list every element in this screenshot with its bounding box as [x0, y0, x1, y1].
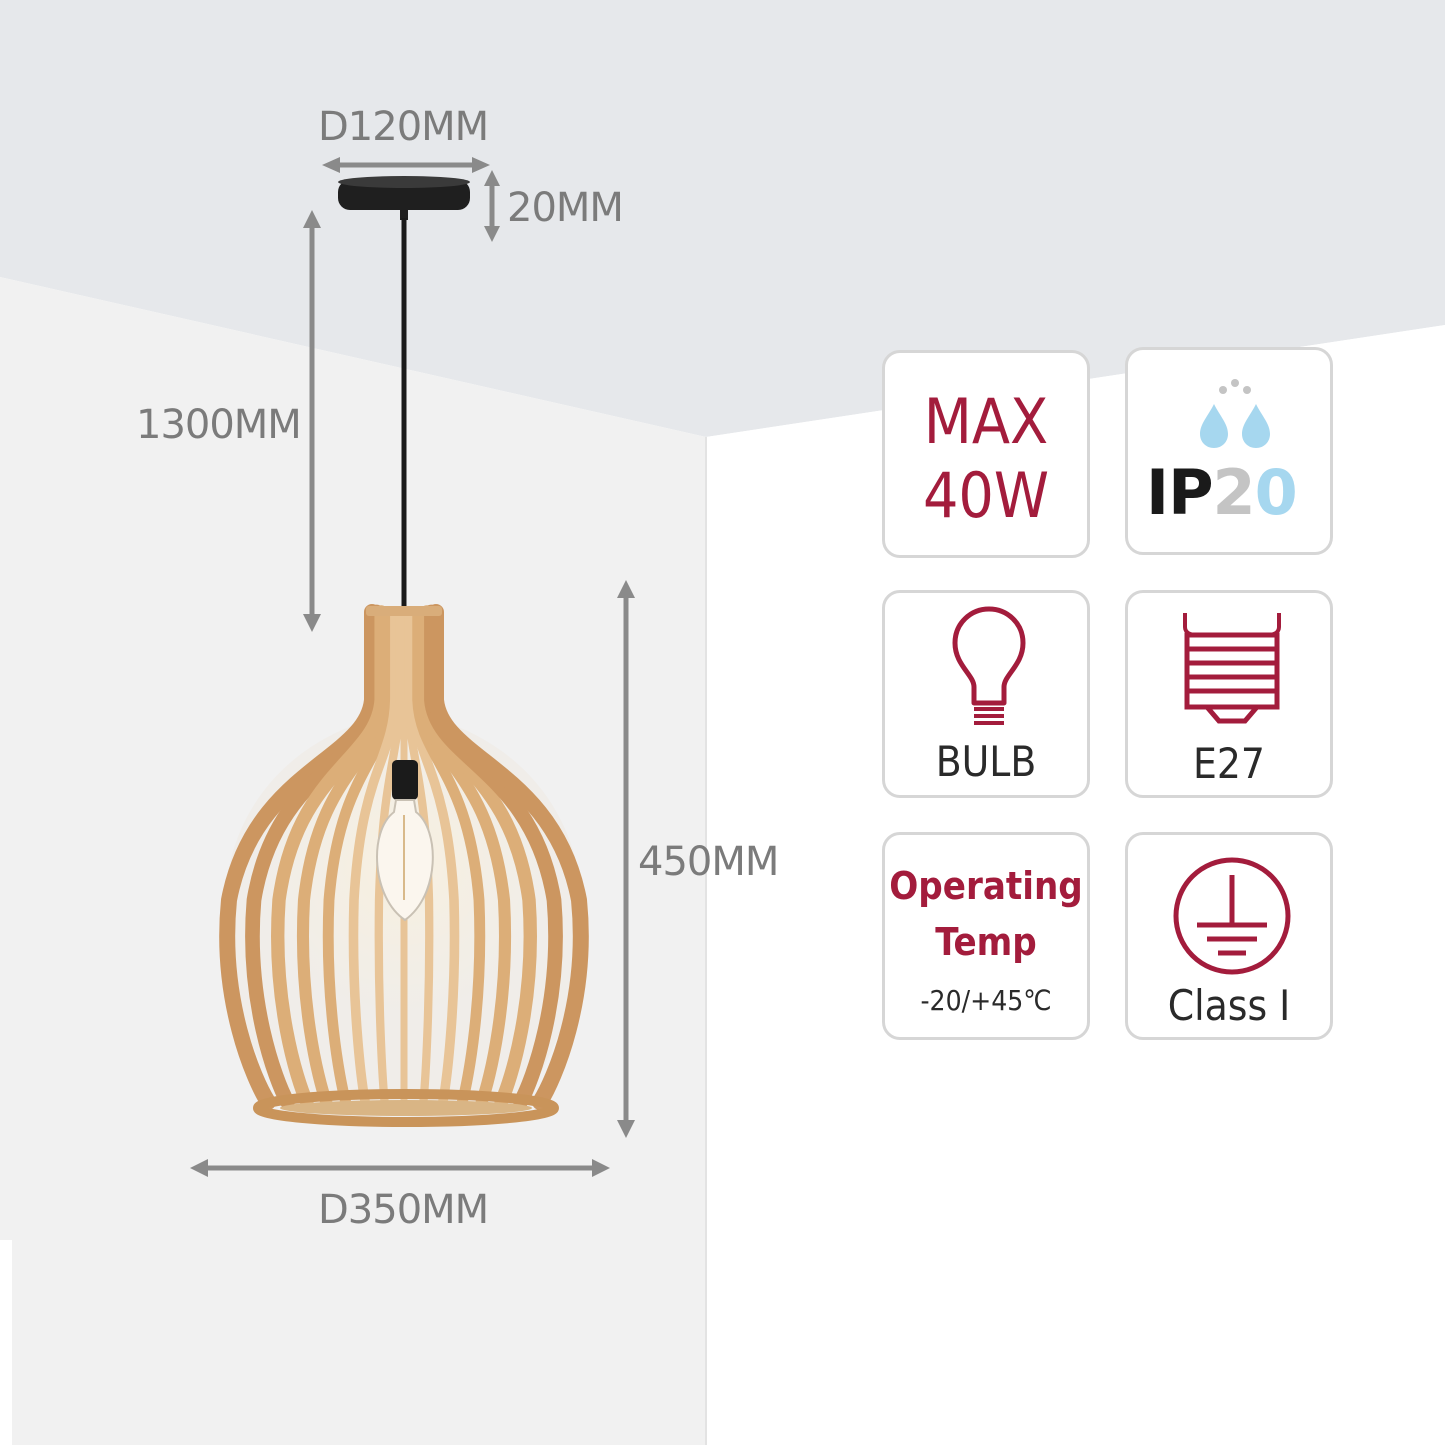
ip-rating-card: IP20: [1125, 347, 1333, 555]
protective-earth-icon: [1173, 857, 1291, 975]
wood-slat: [374, 607, 404, 1107]
wood-slat: [322, 606, 396, 1108]
wattage-value: 40W: [922, 459, 1050, 532]
cable-length-label: 1300MM: [136, 402, 302, 448]
max-label: MAX: [923, 385, 1049, 458]
light-bulb-icon: [952, 606, 1026, 725]
dimension-arrows: [190, 157, 635, 1177]
temp-label: Temp: [935, 920, 1037, 964]
ip-prefix: IP: [1146, 456, 1214, 529]
canopy-height-label: 20MM: [507, 185, 624, 231]
wood-slat: [408, 607, 460, 1107]
class-card: Class I: [1125, 832, 1333, 1040]
canopy-diameter-label: D120MM: [318, 104, 489, 150]
shade-height-label: 450MM: [638, 839, 779, 885]
wood-slat: [428, 604, 589, 1110]
wood-slat: [271, 605, 388, 1109]
wood-slat: [404, 607, 434, 1107]
wood-slat: [348, 607, 400, 1107]
bulb-label: BULB: [935, 737, 1037, 786]
base-label: E27: [1193, 739, 1265, 788]
bulb-card: BULB: [882, 590, 1090, 798]
shade-diameter-label: D350MM: [318, 1187, 489, 1233]
ip-first-digit: 2: [1212, 456, 1256, 529]
ceiling: [0, 0, 1445, 437]
temp-range: -20/+45℃: [920, 984, 1052, 1017]
wood-slat: [296, 605, 392, 1109]
wood-slat: [412, 606, 486, 1108]
e27-socket-icon: [1183, 613, 1281, 724]
base-card: E27: [1125, 590, 1333, 798]
operating-temp-card: Operating Temp -20/+45℃: [882, 832, 1090, 1040]
pendant-shade: [219, 604, 589, 1127]
ip-second-digit: 0: [1254, 456, 1298, 529]
operating-label: Operating: [889, 864, 1083, 908]
class-label: Class I: [1167, 981, 1291, 1030]
ceiling-canopy: [338, 176, 470, 220]
water-drops-icon: [1200, 379, 1270, 448]
ip-code: IP20: [1146, 462, 1298, 524]
max-wattage-card: MAX 40W: [882, 350, 1090, 558]
